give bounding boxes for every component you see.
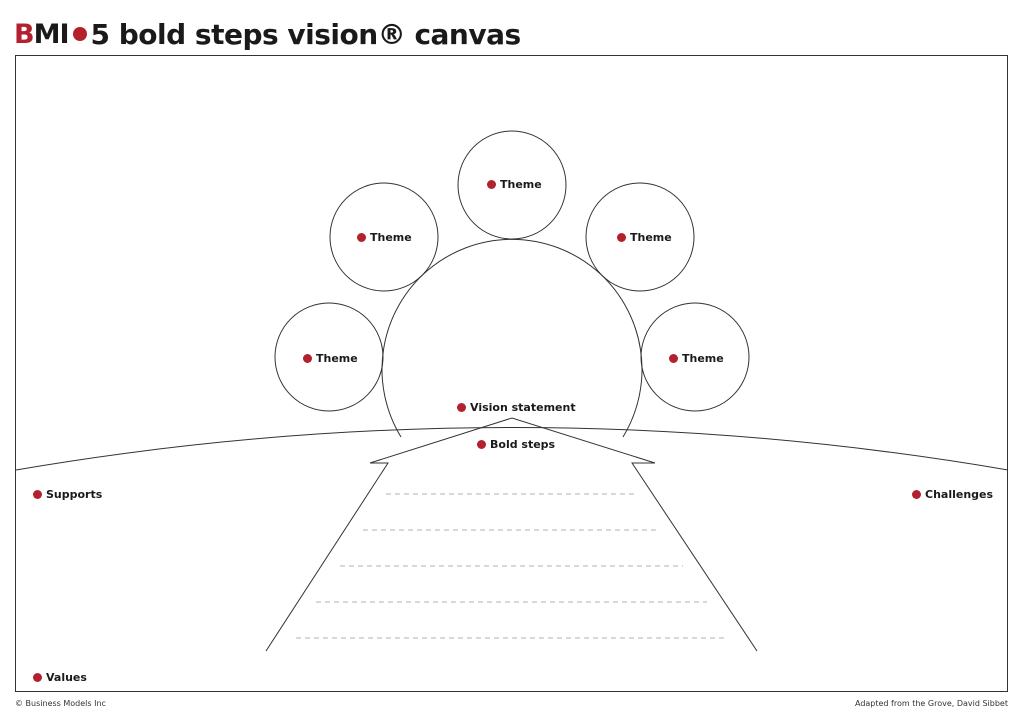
bullet-icon	[33, 490, 42, 499]
theme-label-top: Theme	[487, 178, 542, 191]
horizon-curve	[15, 427, 1009, 471]
bullet-icon	[912, 490, 921, 499]
supports-label: Supports	[33, 488, 102, 501]
bold-steps-label: Bold steps	[477, 438, 555, 451]
theme-label-upper-left: Theme	[357, 231, 412, 244]
values-label: Values	[33, 671, 87, 684]
step-lines	[296, 493, 728, 639]
bold-steps-arrow	[265, 417, 758, 652]
bullet-icon	[357, 233, 366, 242]
footer-copyright: © Business Models Inc	[15, 699, 106, 708]
header: BMI 5 bold steps vision® canvas	[14, 14, 521, 54]
theme-circle-lower-right	[640, 302, 750, 412]
bullet-icon	[457, 403, 466, 412]
theme-label-upper-right: Theme	[617, 231, 672, 244]
bullet-icon	[33, 673, 42, 682]
theme-circle-lower-left	[274, 302, 384, 412]
theme-circle-upper-left	[329, 182, 439, 292]
bullet-icon	[669, 354, 678, 363]
theme-label-lower-right: Theme	[669, 352, 724, 365]
theme-label-lower-left: Theme	[303, 352, 358, 365]
canvas-frame	[15, 55, 1008, 692]
bullet-icon	[617, 233, 626, 242]
logo-dot-icon	[72, 27, 87, 41]
vision-statement-label: Vision statement	[457, 401, 576, 414]
footer-attribution: Adapted from the Grove, David Sibbet	[854, 699, 1008, 708]
challenges-label: Challenges	[912, 488, 993, 501]
bullet-icon	[303, 354, 312, 363]
bullet-icon	[477, 440, 486, 449]
bullet-icon	[487, 180, 496, 189]
theme-circle-top	[457, 130, 567, 240]
page-title: 5 bold steps vision® canvas	[90, 17, 522, 51]
bmi-logo: BMI	[14, 18, 70, 50]
theme-circle-upper-right	[585, 182, 695, 292]
